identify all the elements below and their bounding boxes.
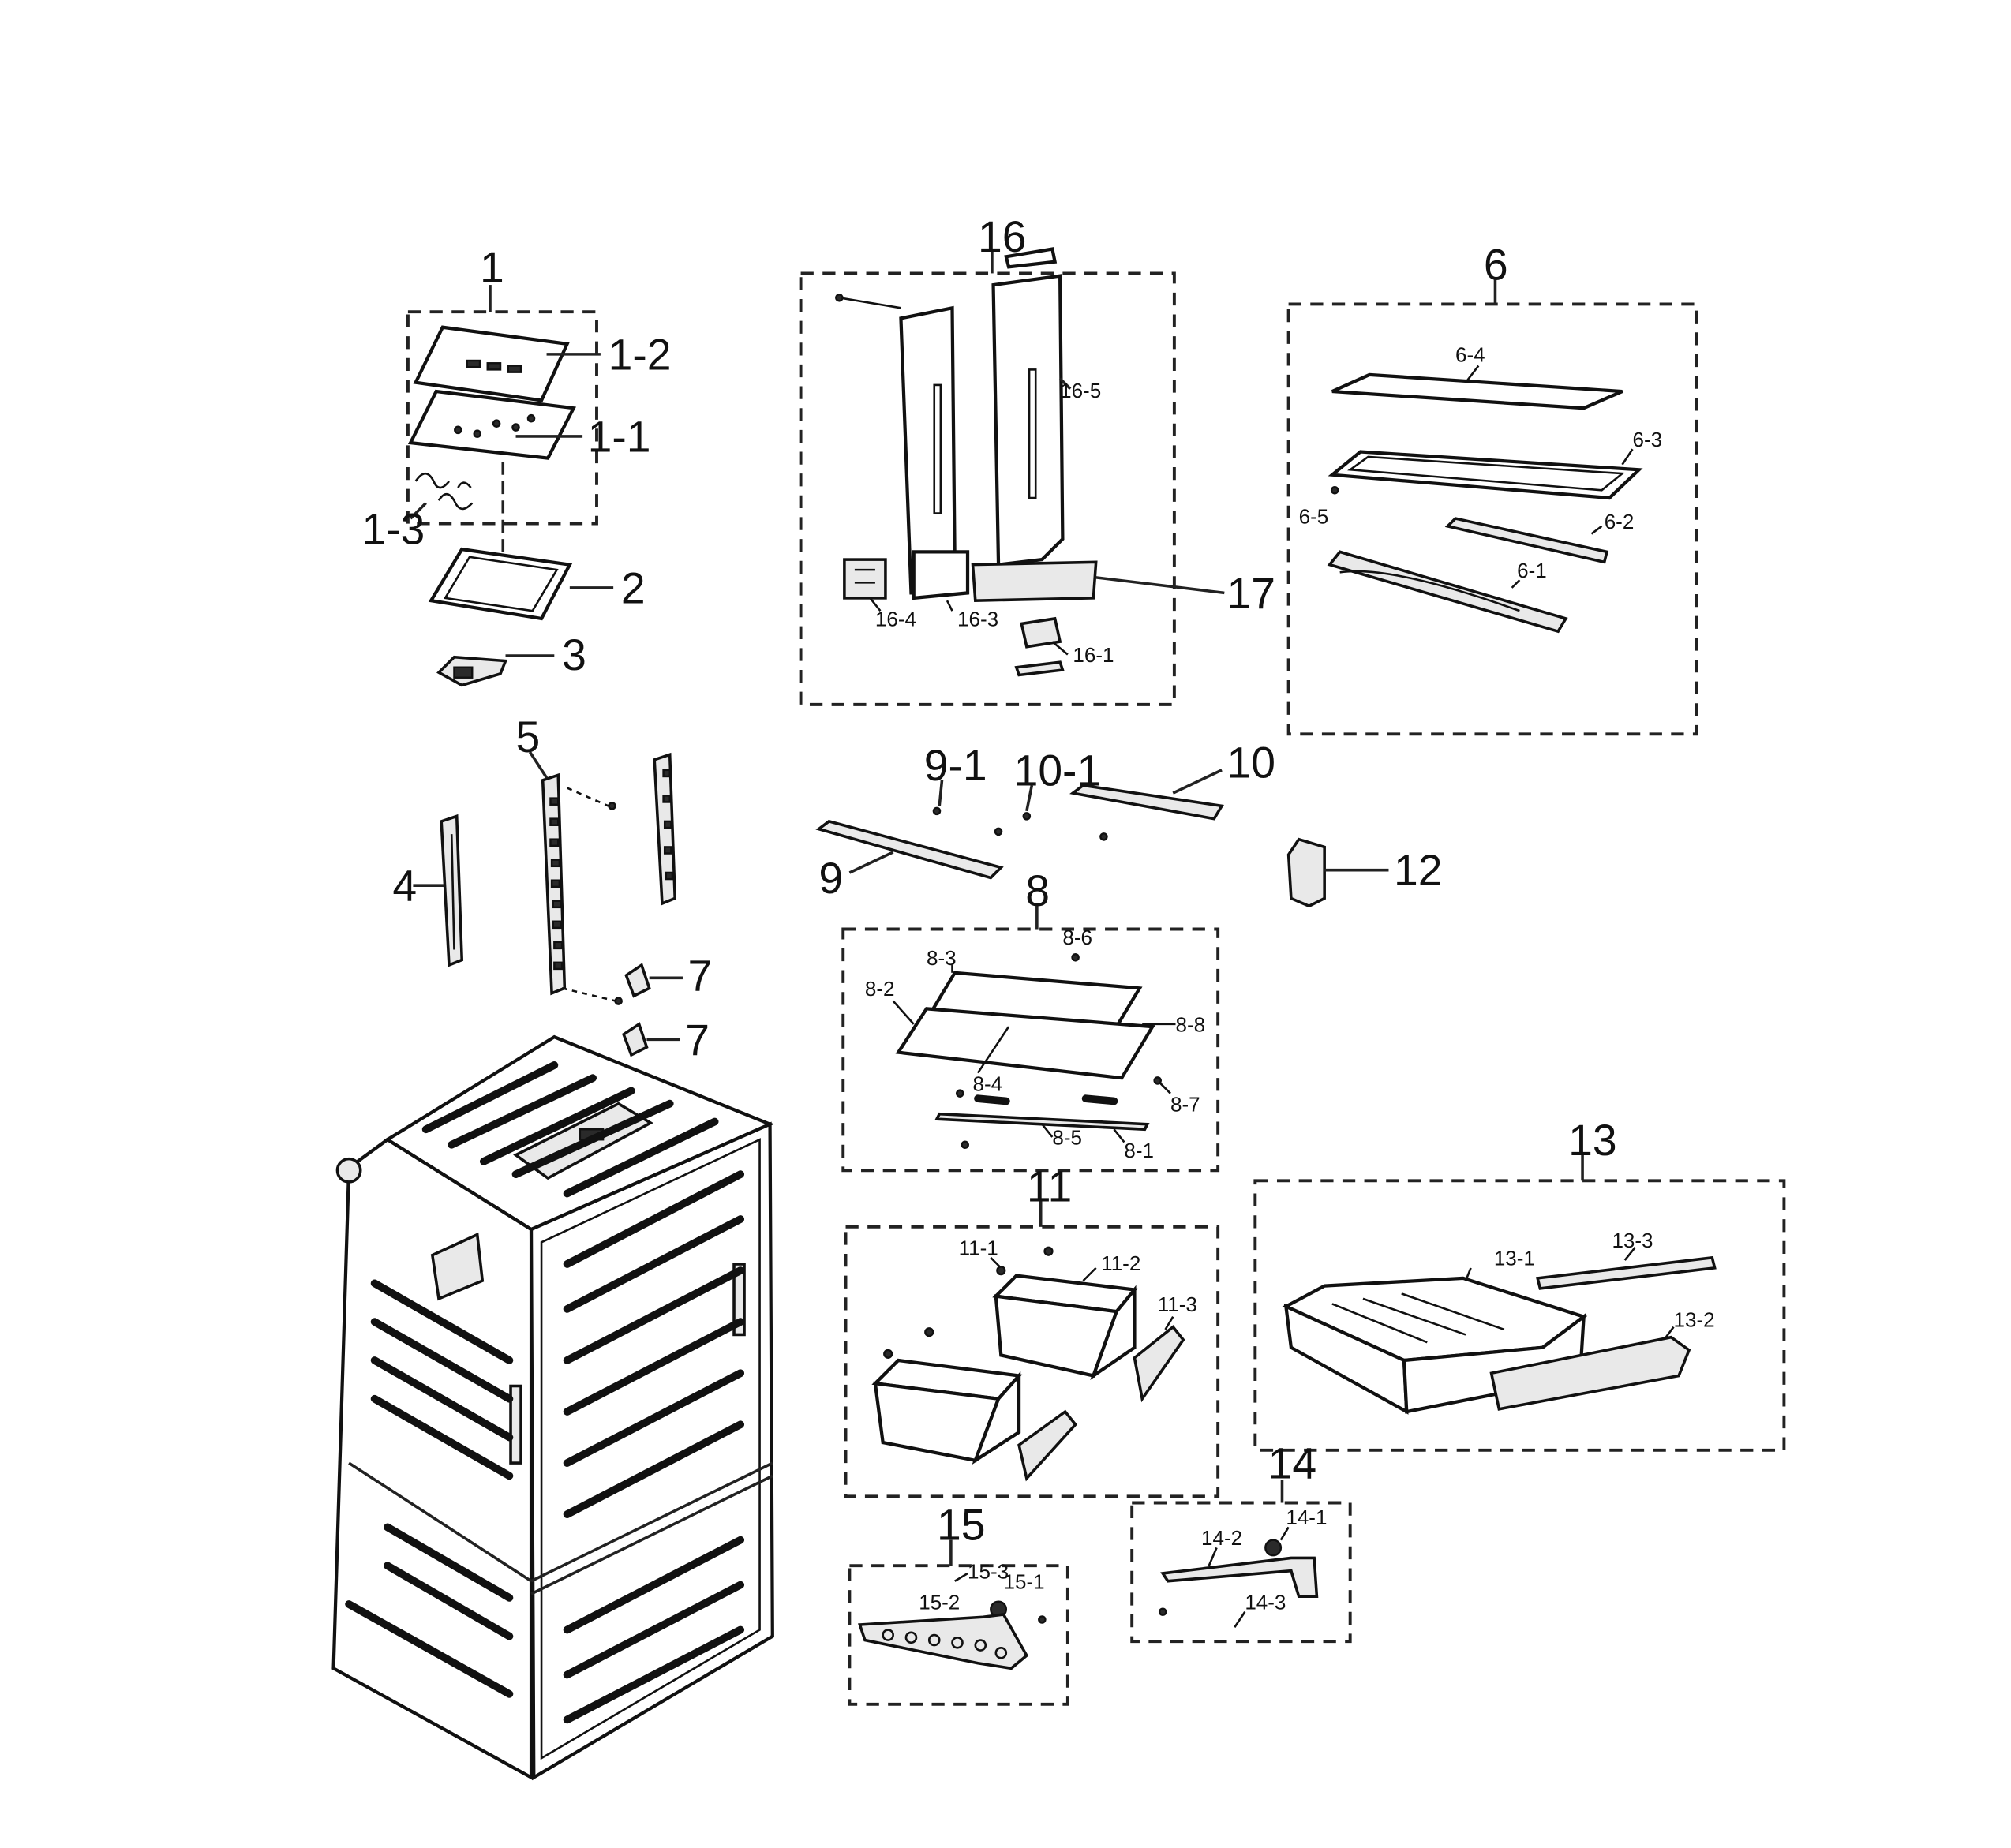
- label-1-2: 1-2: [609, 330, 672, 379]
- label-13-1: 13-1: [1494, 1247, 1535, 1270]
- label-14: 14: [1268, 1439, 1317, 1488]
- part-1-1-board: [407, 389, 576, 460]
- group-8-shelf: 8 8-3 8-6 8-2 8-8 8-7 8-4 8-5 8-1: [841, 866, 1220, 1173]
- part-9-cover: [815, 819, 1004, 880]
- group-1-control-panel: 1 1-2 1-1 1-3 2 3: [361, 243, 672, 687]
- label-15: 15: [937, 1501, 986, 1550]
- label-1-3: 1-3: [361, 505, 425, 554]
- label-11-3: 11-3: [1158, 1292, 1197, 1316]
- label-8-2: 8-2: [865, 977, 895, 1001]
- part-11-front-b: [1017, 1409, 1077, 1482]
- label-11-2: 11-2: [1101, 1251, 1140, 1275]
- label-6-2: 6-2: [1605, 510, 1635, 533]
- label-12: 12: [1394, 846, 1443, 895]
- label-10: 10: [1227, 739, 1276, 787]
- label-8-8: 8-8: [1175, 1013, 1205, 1037]
- label-4: 4: [392, 862, 417, 911]
- group-13-pan: 13 13-1 13-3 13-2: [1253, 1116, 1786, 1452]
- label-8-3: 8-3: [927, 946, 957, 970]
- label-14-2: 14-2: [1201, 1526, 1242, 1550]
- label-16: 16: [978, 212, 1027, 261]
- label-7-b: 7: [685, 1016, 710, 1064]
- label-3: 3: [562, 630, 586, 679]
- part-7-clip-b: [621, 1022, 649, 1057]
- cabinet-ribs: [345, 1061, 745, 1724]
- group-14-shelf-bracket: 14 14-1 14-2 14-3: [1130, 1439, 1352, 1644]
- label-2: 2: [621, 563, 646, 612]
- label-15-3: 15-3: [968, 1559, 1009, 1583]
- label-13-3: 13-3: [1612, 1229, 1653, 1252]
- cabinet-left-side: [331, 1137, 534, 1781]
- part-11-3-front: [1133, 1325, 1185, 1403]
- part-7-clip-a: [624, 963, 651, 998]
- group-6-shelf: 6 6-4 6-3 6-5 6-2 6-1: [1286, 241, 1698, 736]
- label-14-3: 14-3: [1245, 1590, 1286, 1614]
- part-6-4-glass: [1331, 372, 1623, 410]
- part-16-5-duct: [991, 274, 1065, 567]
- label-14-1: 14-1: [1286, 1506, 1327, 1529]
- part-6-2-bracket: [1444, 517, 1609, 564]
- part-12-cap: [1286, 837, 1326, 908]
- part-16-4-module: [843, 558, 887, 600]
- part-15-2-tray: [857, 1613, 1029, 1670]
- label-13-2: 13-2: [1674, 1308, 1715, 1332]
- label-11-1: 11-1: [959, 1236, 998, 1260]
- label-13: 13: [1568, 1116, 1617, 1165]
- part-14-2-bracket: [1160, 1556, 1319, 1599]
- group-7-clips: 7 7: [621, 952, 712, 1064]
- part-6-3-frame: [1328, 450, 1643, 500]
- group-4-5-rails: 4 5: [392, 713, 677, 1005]
- label-16-5: 16-5: [1060, 379, 1101, 402]
- part-1-3-wires: [414, 472, 474, 511]
- part-4-rail: [440, 814, 464, 967]
- refrigerator-cabinet: [331, 1034, 774, 1781]
- label-17: 17: [1227, 569, 1276, 618]
- label-7-a: 7: [687, 952, 712, 1001]
- part-16-2-duct: [899, 305, 957, 595]
- part-8-2-frame: [895, 1007, 1155, 1080]
- label-6-5: 6-5: [1299, 505, 1329, 529]
- label-10-1: 10-1: [1014, 746, 1102, 795]
- label-15-1: 15-1: [1004, 1569, 1045, 1593]
- label-15-2: 15-2: [919, 1590, 960, 1614]
- cabinet-vent: [430, 1232, 485, 1301]
- label-8-6: 8-6: [1062, 926, 1092, 949]
- label-6-4: 6-4: [1455, 343, 1485, 367]
- label-9-1: 9-1: [924, 741, 987, 790]
- label-5: 5: [516, 713, 541, 761]
- label-1-1: 1-1: [588, 412, 651, 461]
- label-8-5: 8-5: [1052, 1126, 1082, 1150]
- label-1: 1: [480, 243, 504, 292]
- group-11-drawers: 11 11-1 11-2 11-3: [844, 1162, 1220, 1498]
- group-9-10-covers: 9 9-1 10 10-1 12: [815, 739, 1443, 908]
- label-16-3: 16-3: [957, 608, 998, 631]
- label-16-4: 16-4: [875, 608, 916, 631]
- part-16-3-housing: [971, 560, 1098, 602]
- group-16-duct-assembly: 16 16-2 16-5 16-3 16-4 16-1 17: [799, 212, 1276, 706]
- part-rail-right: [653, 752, 677, 906]
- label-8-4: 8-4: [973, 1072, 1003, 1095]
- label-8-7: 8-7: [1170, 1092, 1200, 1116]
- label-9: 9: [818, 854, 843, 903]
- part-6-1-bracket: [1327, 550, 1568, 634]
- group-15-egg-tray: 15 15-3 15-2 15-1: [848, 1501, 1069, 1706]
- label-16-1: 16-1: [1073, 643, 1114, 667]
- part-13-2-front: [1489, 1335, 1691, 1411]
- part-8-5-strip: [934, 1112, 1150, 1132]
- part-13-3-rail: [1535, 1255, 1717, 1290]
- part-10-cover: [1069, 784, 1224, 821]
- part-16-1-block: [1020, 616, 1062, 649]
- label-11: 11: [1027, 1162, 1072, 1210]
- label-8: 8: [1025, 866, 1050, 915]
- label-6-3: 6-3: [1632, 428, 1662, 451]
- label-6: 6: [1484, 241, 1508, 290]
- label-8-1: 8-1: [1124, 1139, 1154, 1162]
- label-6-1: 6-1: [1517, 559, 1547, 582]
- cabinet-hinge-slot: [732, 1263, 746, 1337]
